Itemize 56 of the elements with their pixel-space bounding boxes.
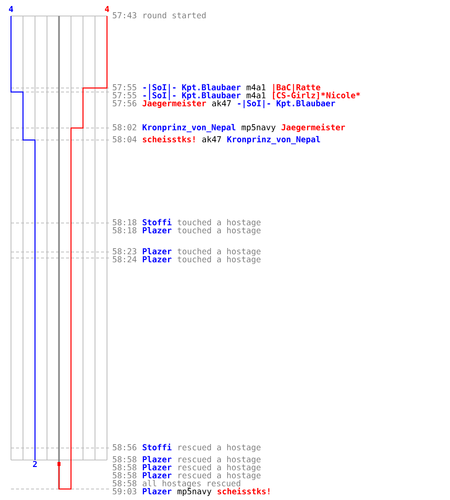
player-name: Kronprinz_von_Nepal	[227, 136, 320, 144]
player-name: Plazer	[142, 256, 172, 262]
player-name: -|SoI|- Kpt.Blaubaer	[143, 92, 241, 100]
player-name: Jaegermeister	[142, 100, 206, 108]
event-text: round started	[144, 12, 206, 18]
player-name: Plazer	[142, 488, 172, 494]
event-text: all hostages rescued	[142, 480, 240, 488]
weapon-name: ak47	[202, 136, 221, 142]
event-text: rescued a hostage	[178, 464, 261, 472]
timestamp: 57:43	[112, 12, 136, 18]
timestamp: 58:04	[112, 136, 136, 142]
timestamp: 58:58	[112, 464, 136, 470]
player-name: scheisstks!	[142, 136, 195, 142]
player-name: Plazer	[142, 227, 172, 234]
timestamp: 57:55	[112, 92, 136, 98]
timestamp: 58:56	[112, 444, 136, 450]
player-name: -|SoI|- Kpt.Blaubaer	[238, 100, 336, 108]
score-number: 4	[8, 6, 14, 12]
event-text: rescued a hostage	[178, 472, 261, 480]
weapon-name: mp5navy	[242, 124, 276, 132]
event-text: touched a hostage	[178, 227, 261, 235]
weapon-name: m4a1	[246, 84, 266, 90]
timestamp: 57:55	[112, 84, 136, 90]
player-name: Jaegermeister	[282, 124, 345, 132]
timestamp: 59:03	[112, 488, 136, 494]
player-name: Nicole*	[326, 92, 360, 98]
timestamp: 58:18	[112, 227, 136, 234]
score-number: 2	[32, 460, 37, 468]
player-name: Stoffi	[142, 218, 172, 226]
player-name: Plazer	[142, 472, 172, 478]
player-name: Plazer	[142, 464, 172, 470]
event-text: touched a hostage	[178, 248, 261, 256]
event-text: touched a hostage	[178, 256, 261, 264]
event-text: rescued a hostage	[178, 444, 261, 452]
player-name: Plazer	[142, 248, 172, 254]
timestamp: 58:23	[112, 248, 136, 254]
player-name: Stoffi	[142, 444, 172, 450]
timestamp: 57:56	[112, 100, 136, 106]
player-name: Plazer	[142, 456, 172, 462]
player-name: scheisstks!	[218, 488, 270, 494]
player-name: [CS-Girlz]*	[272, 92, 326, 100]
timestamp: 58:24	[112, 256, 136, 262]
timestamp: 58:58	[112, 472, 136, 478]
timestamp: 58:58	[112, 480, 136, 486]
timestamp: 58:02	[112, 124, 136, 130]
weapon-name: ak47	[212, 100, 231, 106]
event-text: rescued a hostage	[178, 456, 261, 464]
player-name: -|SoI|- Kpt.Blaubaer	[143, 84, 241, 92]
player-name: |BaC|Ratte	[273, 84, 320, 92]
timestamp: 58:58	[112, 456, 136, 462]
weapon-name: m4a1	[246, 92, 266, 98]
event-text: touched a hostage	[178, 219, 261, 227]
timestamp: 58:18	[112, 219, 136, 226]
weapon-name: mp5navy	[178, 488, 212, 496]
score-number: 4	[104, 6, 110, 12]
player-name: Kronprinz_von_Nepal	[142, 124, 236, 132]
